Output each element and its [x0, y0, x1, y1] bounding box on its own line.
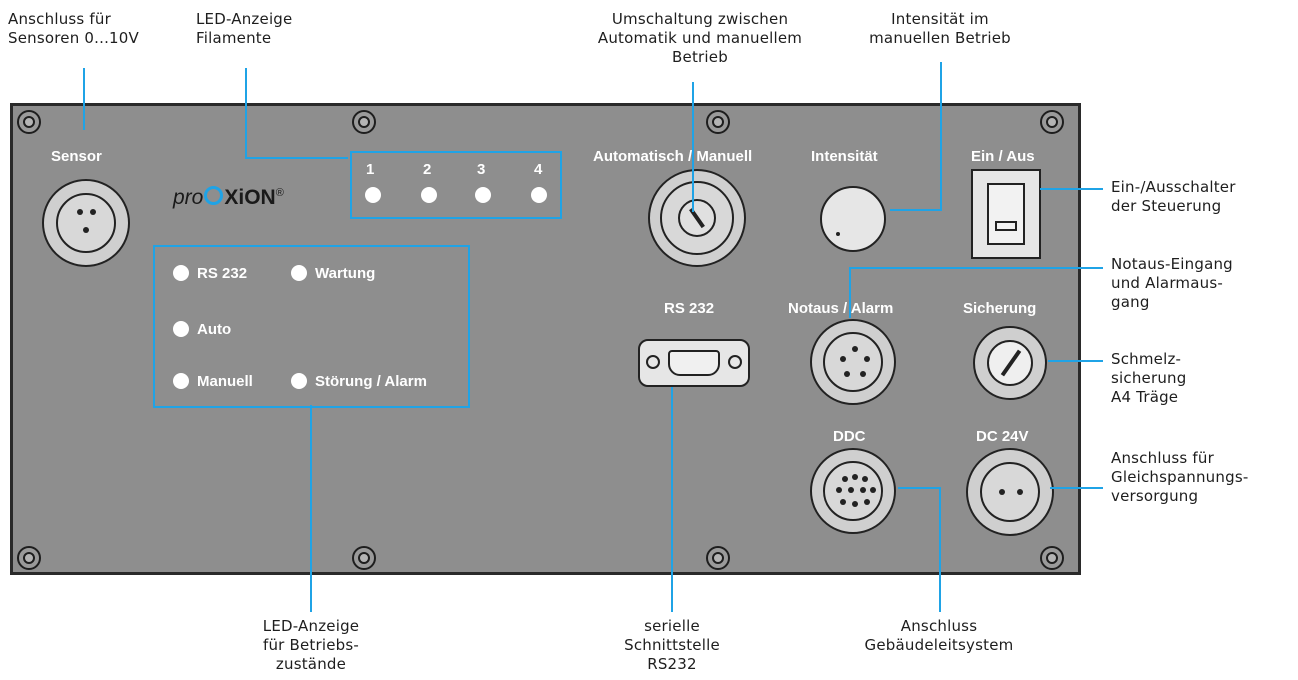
sensor-connector-inner: [56, 193, 116, 253]
dc24-label: DC 24V: [976, 428, 1029, 445]
status-label-auto: Auto: [197, 321, 232, 338]
connector-pin: [864, 356, 870, 362]
annotation-mode-switch: Umschaltung zwischen Automatik und manue…: [597, 10, 803, 66]
ddc-label: DDC: [833, 428, 866, 445]
connector-pin: [844, 371, 850, 377]
rocker-icon: [987, 183, 1025, 245]
sensor-label: Sensor: [51, 148, 102, 165]
screw-icon: [1040, 546, 1064, 570]
connector-pin: [1017, 489, 1023, 495]
brand-registered: ®: [275, 187, 284, 199]
filament-led: [365, 187, 381, 203]
connector-pin: [840, 356, 846, 362]
control-panel: Sensor Automatisch / Manuell Intensität …: [10, 103, 1081, 575]
fuse-holder[interactable]: [973, 326, 1047, 400]
emergency-connector-inner: [823, 332, 883, 392]
ddc-connector[interactable]: [810, 448, 896, 534]
emergency-connector[interactable]: [810, 319, 896, 405]
connector-pin: [840, 499, 846, 505]
filament-number: 4: [534, 161, 543, 178]
connector-pin: [83, 227, 89, 233]
connector-pin: [90, 209, 96, 215]
mode-label: Automatisch / Manuell: [593, 148, 753, 165]
callout-intensity: [890, 62, 942, 211]
filament-led-group: 1 2 3 4: [350, 151, 562, 219]
screw-icon: [1040, 110, 1064, 134]
filament-number: 1: [366, 161, 375, 178]
connector-pin: [860, 371, 866, 377]
annotation-led-status: LED-Anzeige für Betriebs- zustände: [262, 617, 360, 673]
brand-pro: pro: [173, 186, 204, 209]
dc24-connector-inner: [980, 462, 1040, 522]
connector-pin: [860, 487, 866, 493]
brand-oxion: XiON: [224, 186, 276, 209]
dsub-screw-icon: [728, 355, 742, 369]
intensity-label: Intensität: [811, 148, 878, 165]
connector-pin: [836, 487, 842, 493]
screw-icon: [17, 110, 41, 134]
connector-pin: [852, 501, 858, 507]
screw-icon: [17, 546, 41, 570]
annotation-intensity: Intensität im manuellen Betrieb: [869, 10, 1011, 47]
status-label-rs232: RS 232: [197, 265, 248, 282]
status-label-wartung: Wartung: [315, 265, 376, 282]
dsub-socket: [668, 350, 720, 376]
screw-icon: [352, 546, 376, 570]
connector-pin: [870, 487, 876, 493]
filament-led: [531, 187, 547, 203]
screw-icon: [706, 546, 730, 570]
screw-icon: [706, 110, 730, 134]
connector-pin: [848, 487, 854, 493]
mode-key-switch[interactable]: [648, 169, 746, 267]
filament-led: [475, 187, 491, 203]
rs232-port[interactable]: [638, 339, 750, 387]
knob-marker: [836, 232, 840, 236]
status-led-auto: [173, 321, 189, 337]
annotation-led-filament: LED-Anzeige Filamente: [196, 10, 293, 47]
annotation-power-switch: Ein-/Ausschalter der Steuerung: [1111, 178, 1236, 215]
power-label: Ein / Aus: [971, 148, 1035, 165]
intensity-knob[interactable]: [820, 186, 886, 252]
callout-emergency: [849, 267, 1103, 318]
status-led-stoerung: [291, 373, 307, 389]
status-led-wartung: [291, 265, 307, 281]
filament-number: 3: [477, 161, 486, 178]
status-label-stoerung: Störung / Alarm: [315, 373, 427, 390]
connector-pin: [862, 476, 868, 482]
filament-led: [421, 187, 437, 203]
callout-bms: [898, 487, 941, 612]
screw-icon: [352, 110, 376, 134]
brand-o-icon: [204, 186, 224, 205]
connector-pin: [77, 209, 83, 215]
dsub-screw-icon: [646, 355, 660, 369]
annotation-emergency: Notaus-Eingang und Alarmaus- gang: [1111, 255, 1233, 311]
fuse-label: Sicherung: [963, 300, 1037, 317]
power-switch[interactable]: [971, 169, 1041, 259]
filament-number: 2: [423, 161, 432, 178]
status-led-manuell: [173, 373, 189, 389]
status-led-rs232: [173, 265, 189, 281]
connector-pin: [852, 346, 858, 352]
callout-led-filament: [245, 68, 348, 159]
connector-pin: [864, 499, 870, 505]
sensor-connector[interactable]: [42, 179, 130, 267]
emergency-label: Notaus / Alarm: [788, 300, 894, 317]
rs232-label: RS 232: [664, 300, 715, 317]
status-label-manuell: Manuell: [197, 373, 253, 390]
annotation-serial: serielle Schnittstelle RS232: [624, 617, 720, 673]
connector-pin: [852, 474, 858, 480]
connector-pin: [999, 489, 1005, 495]
dc24-connector[interactable]: [966, 448, 1054, 536]
annotation-fuse: Schmelz- sicherung A4 Träge: [1111, 350, 1187, 406]
brand-logo: pro XiON®: [173, 186, 284, 210]
annotation-dc-supply: Anschluss für Gleichspannungs- versorgun…: [1111, 449, 1249, 505]
connector-pin: [842, 476, 848, 482]
annotation-bms: Anschluss Gebäudeleitsystem: [864, 617, 1014, 654]
annotation-sensor: Anschluss für Sensoren 0...10V: [8, 10, 139, 47]
